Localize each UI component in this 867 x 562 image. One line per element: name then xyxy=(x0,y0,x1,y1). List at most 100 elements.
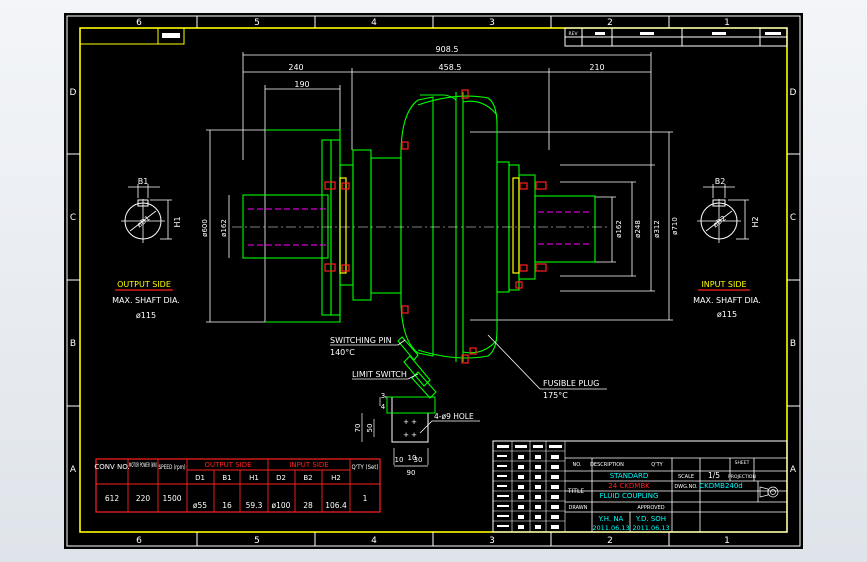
td-qty: 1 xyxy=(363,494,368,503)
td-d1: ø55 xyxy=(193,501,207,510)
td-h2: 106.4 xyxy=(325,501,347,510)
tb-description: FLUID COUPLING xyxy=(600,492,659,500)
limit-switch-label: LIMIT SWITCH xyxy=(352,370,407,379)
tb-scale-value: 1/5 xyxy=(708,471,720,480)
tb-qty-label: Q'TY xyxy=(651,462,663,468)
foot-dim-10b: 10 xyxy=(408,454,417,462)
svg-text:+: + xyxy=(411,431,417,439)
th-h1: H1 xyxy=(249,474,259,482)
dim-dia-710: ø710 xyxy=(671,217,679,235)
zone-col-bottom: 6 xyxy=(136,536,142,546)
spec-table: CONV NO. MOTOR POWER (kW) SPEED (rpm) OU… xyxy=(94,458,381,513)
projection-symbol-icon xyxy=(759,486,779,498)
dim-dia-600: ø600 xyxy=(201,219,209,237)
label-b2: B2 xyxy=(715,177,726,186)
dim-bracket-length: 190 xyxy=(294,80,309,89)
th-d1: D1 xyxy=(195,474,205,482)
bolt-markers xyxy=(324,89,547,364)
switching-pin-temp: 140°C xyxy=(330,348,355,357)
fluid-coupling-body xyxy=(242,92,596,399)
svg-text:+: + xyxy=(403,431,409,439)
zone-col-bottom: 3 xyxy=(489,536,495,546)
tb-title-label: TITLE xyxy=(567,488,584,495)
zone-labels: 6 5 4 3 2 1 6 5 4 3 2 1 D C B A D C B A xyxy=(70,18,797,546)
dim-dia-162-left: ø162 xyxy=(220,219,228,237)
zone-row-right: D xyxy=(790,88,797,98)
zone-col-top: 5 xyxy=(254,18,260,28)
zone-col-bottom: 1 xyxy=(724,536,730,546)
top-left-label-glyph xyxy=(162,33,180,38)
svg-text:+: + xyxy=(403,418,409,426)
top-dimension-lines xyxy=(242,52,652,322)
dim-left-length: 240 xyxy=(288,63,303,72)
label-h2: H2 xyxy=(751,216,760,227)
title-block: NO. DESCRIPTION Q'TY SCALE 1/5 PROJECTIO… xyxy=(492,440,788,533)
td-conv-no: 612 xyxy=(105,494,120,503)
foot-dim-90: 90 xyxy=(407,469,416,477)
tb-approved-date: 2011.06.13 xyxy=(632,524,669,532)
th-qty: Q'TY (Set) xyxy=(352,463,379,471)
revision-block: REV xyxy=(564,27,788,47)
coupling-flanges xyxy=(339,177,520,274)
tb-description-label: DESCRIPTION xyxy=(590,462,624,468)
dim-dia-162-right: ø162 xyxy=(615,220,623,238)
zone-col-top: 6 xyxy=(136,18,142,28)
zone-col-bottom: 4 xyxy=(371,536,377,546)
tb-drawn-label: DRAWN xyxy=(569,505,588,511)
th-b1: B1 xyxy=(222,474,231,482)
label-h1: H1 xyxy=(173,216,182,227)
th-motor-power: MOTOR POWER (kW) xyxy=(129,461,157,469)
dim-dia-248: ø248 xyxy=(634,220,642,238)
tb-drawn-name: Y.H. NA xyxy=(598,515,624,523)
dim-total-length: 908.5 xyxy=(436,45,459,54)
rev-header: REV xyxy=(568,31,578,37)
top-left-label-box xyxy=(79,27,185,45)
diameter-dimension-lines xyxy=(206,129,673,323)
zone-row-left: B xyxy=(70,339,76,349)
foot-dim-3: 3 xyxy=(381,392,385,400)
input-side-label: INPUT SIDE xyxy=(701,280,746,289)
output-shaft-dia: ø115 xyxy=(136,311,156,320)
svg-text:+: + xyxy=(411,418,417,426)
output-max-shaft-label: MAX. SHAFT DIA. xyxy=(112,296,180,305)
tb-code: 24 CKDMBK xyxy=(608,482,650,490)
hole-note-label: 4-ø9 HOLE xyxy=(434,412,474,421)
zone-col-top: 2 xyxy=(607,18,613,28)
th-speed: SPEED (rpm) xyxy=(159,463,186,471)
tb-drawing-no: CKDMB240d xyxy=(699,482,743,490)
zone-row-left: C xyxy=(70,213,76,223)
th-input-side: INPUT SIDE xyxy=(289,461,328,469)
tb-dwg-label: DWG.NO. xyxy=(674,484,698,490)
foot-dim-10a: 10 xyxy=(395,456,404,464)
td-motor-power: 220 xyxy=(136,494,151,503)
tb-approved-name: Y.D. SOH xyxy=(635,515,666,523)
td-b2: 28 xyxy=(303,501,313,510)
tb-drawn-date: 2011.06.13 xyxy=(592,524,629,532)
zone-row-left: A xyxy=(70,465,77,475)
fusible-plug-temp: 175°C xyxy=(543,391,568,400)
foot-dim-70: 70 xyxy=(354,424,362,433)
tb-approved-label: APPROVED xyxy=(637,505,664,511)
input-shaft-dia: ø115 xyxy=(717,310,737,319)
foot-dim-30: 30 xyxy=(414,456,423,464)
tb-standard: STANDARD xyxy=(610,472,649,480)
zone-col-top: 1 xyxy=(724,18,730,28)
input-max-shaft-label: MAX. SHAFT DIA. xyxy=(693,296,761,305)
zone-col-top: 3 xyxy=(489,18,495,28)
output-side-label: OUTPUT SIDE xyxy=(117,280,171,289)
hidden-keyway-lines xyxy=(248,208,590,246)
foot-dim-50: 50 xyxy=(366,424,374,433)
td-d2: ø100 xyxy=(272,501,291,510)
zone-row-right: A xyxy=(790,465,797,475)
td-speed: 1500 xyxy=(162,494,181,503)
zone-col-bottom: 5 xyxy=(254,536,260,546)
dim-mid-length: 458.5 xyxy=(439,63,462,72)
tb-no-label: NO. xyxy=(572,462,581,468)
tb-projection-label: PROJECTION xyxy=(728,474,756,480)
td-b1: 16 xyxy=(222,501,232,510)
th-output-side: OUTPUT SIDE xyxy=(204,461,251,469)
th-h2: H2 xyxy=(331,474,341,482)
label-b1: B1 xyxy=(138,177,149,186)
